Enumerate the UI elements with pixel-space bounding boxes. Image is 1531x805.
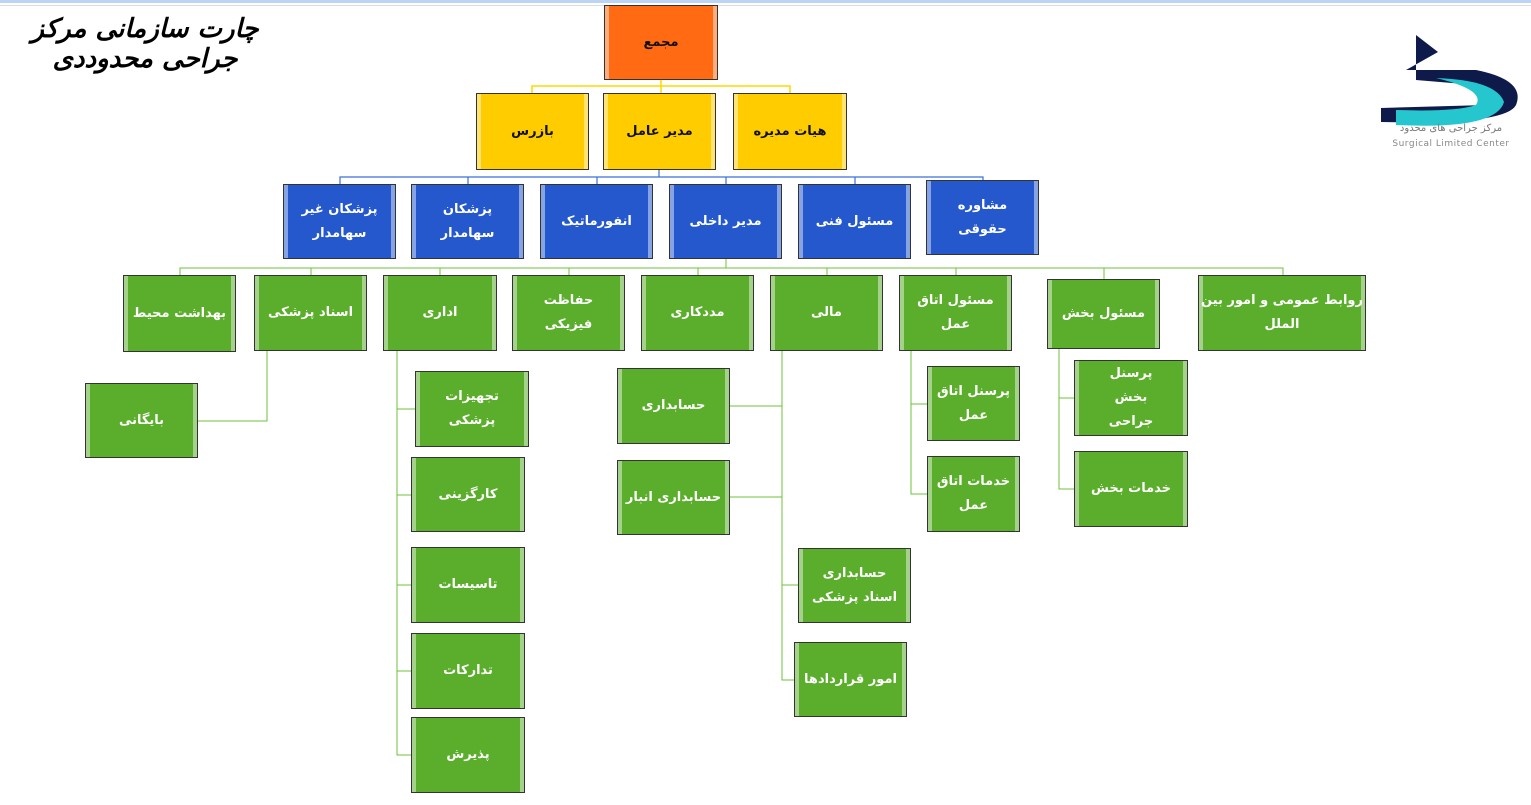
node-hesabdari-asnad-pezeshki[interactable]: حسابداری اسناد پزشکی — [798, 548, 911, 623]
node-mali[interactable]: مالی — [770, 275, 883, 351]
node-edari[interactable]: اداری — [383, 275, 497, 351]
node-khadamat-bakhsh[interactable]: خدمات بخش — [1074, 451, 1188, 527]
node-pezeshkan-sahamdar[interactable]: پزشکان سهامدار — [411, 184, 524, 259]
node-asnad-pezeshki[interactable]: اسناد پزشکی — [254, 275, 367, 351]
node-hesabdari[interactable]: حسابداری — [617, 368, 730, 444]
logo-text-fa: مرکز جراحی های محدود — [1399, 123, 1503, 134]
node-paziresh[interactable]: پذیرش — [411, 717, 525, 793]
node-kargozini[interactable]: کارگزینی — [411, 457, 525, 532]
node-hesabdari-anbar[interactable]: حسابداری انبار — [617, 460, 730, 535]
node-khadamat-otagh-amal[interactable]: خدمات اتاق عمل — [927, 456, 1020, 532]
node-bazras[interactable]: بازرس — [476, 93, 589, 170]
node-tajhizat-pezeshki[interactable]: تجهیزات پزشکی — [415, 371, 529, 447]
node-masool-otagh-amal[interactable]: مسئول اتاق عمل — [899, 275, 1012, 351]
window-top-border — [0, 0, 1531, 3]
divider — [0, 5, 1531, 6]
chart-title: چارت سازمانی مرکز جراحی محدوددی — [31, 14, 259, 74]
node-tasisat[interactable]: تاسیسات — [411, 547, 525, 623]
node-modir-dakheli[interactable]: مدیر داخلی — [669, 184, 782, 259]
node-bayegani[interactable]: بایگانی — [85, 383, 198, 458]
node-madadkari[interactable]: مددکاری — [641, 275, 754, 351]
node-informatic[interactable]: انفورماتیک — [540, 184, 653, 259]
node-pezeshkan-gheir-sahamdar[interactable]: پزشکان غیر سهامدار — [283, 184, 396, 259]
logo-icon — [1381, 35, 1518, 126]
node-ravabet-omoomi[interactable]: روابط عمومی و امور بین الملل — [1198, 275, 1366, 351]
node-hayat-modire[interactable]: هیات مدیره — [733, 93, 847, 170]
node-moshavere-hoghoghi[interactable]: مشاوره حقوقی — [926, 180, 1039, 255]
node-behdasht-mohit[interactable]: بهداشت محیط — [123, 275, 236, 352]
logo-text-en: Surgical Limited Center — [1392, 139, 1510, 149]
node-majma[interactable]: مجمع — [604, 5, 718, 80]
node-tadarokat[interactable]: تدارکات — [411, 633, 525, 709]
node-personel-bakhsh-jarahi[interactable]: پرسنل بخش جراحی — [1074, 360, 1188, 436]
node-hefazat-fiziki[interactable]: حفاظت فیزیکی — [512, 275, 625, 351]
node-omoor-gharardadha[interactable]: امور قراردادها — [794, 642, 907, 717]
node-masool-fani[interactable]: مسئول فنی — [798, 184, 911, 259]
node-personel-otagh-amal[interactable]: پرسنل اتاق عمل — [927, 366, 1020, 441]
node-masool-bakhsh[interactable]: مسئول بخش — [1047, 279, 1160, 349]
node-modir-amel[interactable]: مدیر عامل — [603, 93, 716, 170]
